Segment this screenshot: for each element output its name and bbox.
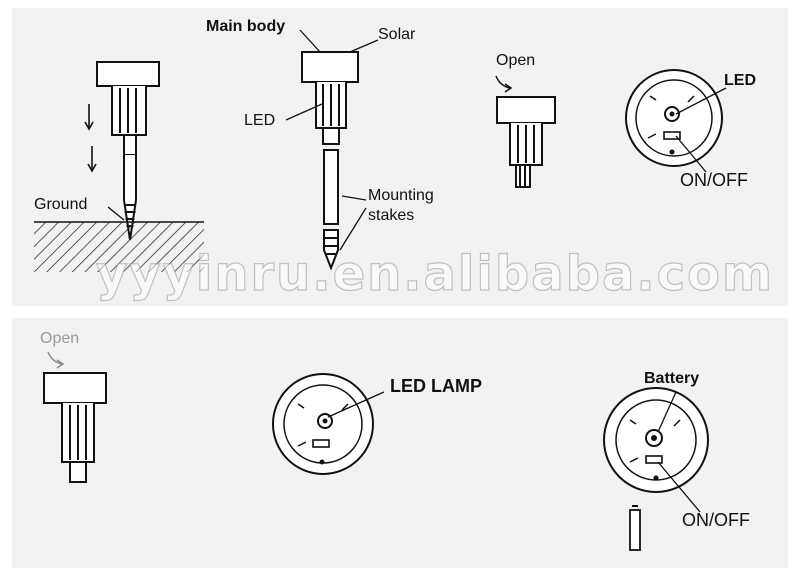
stake-tube: [323, 149, 339, 225]
led-neck: [322, 127, 340, 145]
battery-board: [603, 387, 709, 551]
on-off-switch: [663, 131, 681, 140]
led-label: LED: [244, 112, 276, 129]
open-head-figure-top: [495, 75, 556, 188]
resistor: [312, 439, 330, 448]
ground-label: Ground: [34, 196, 88, 213]
ground-hatch: [34, 222, 204, 272]
push-down-arrows: [84, 104, 97, 173]
open-arrow-bottom: [47, 351, 63, 365]
ground-install-figure: [34, 61, 204, 272]
open-arrow: [495, 75, 511, 89]
open-label-bottom: Open: [40, 330, 80, 347]
assembly-figure: [285, 29, 379, 271]
aa-battery: [629, 509, 641, 551]
board-led-label: LED: [724, 72, 756, 89]
board-leader-lines: [675, 87, 727, 173]
open-label-top: Open: [496, 52, 536, 69]
mounting-stakes-label: Mounting stakes: [368, 187, 434, 224]
open-head-figure-bottom: [43, 351, 107, 483]
board-on-off-label: ON/OFF: [680, 170, 748, 190]
main-body-cap: [301, 51, 359, 83]
solar-cap: [96, 61, 160, 87]
head-cap: [496, 96, 556, 124]
watermark: yyyinru.en.alibaba.com: [95, 245, 775, 302]
solar-label: Solar: [378, 26, 416, 43]
led-lamp-label: LED LAMP: [390, 376, 482, 396]
circuit-board-top: [625, 69, 727, 173]
led-lamp-leader: [327, 391, 385, 418]
head-cap-bottom: [43, 372, 107, 404]
battery-leader-lines: [657, 391, 701, 513]
lamp-neck: [123, 134, 137, 156]
main-body-label: Main body: [206, 18, 286, 35]
battery-label: Battery: [644, 370, 700, 387]
battery-switch: [645, 455, 663, 464]
leader-lines: [285, 29, 379, 251]
led-lamp-board: [272, 373, 385, 475]
battery-on-off-label: ON/OFF: [682, 510, 750, 530]
